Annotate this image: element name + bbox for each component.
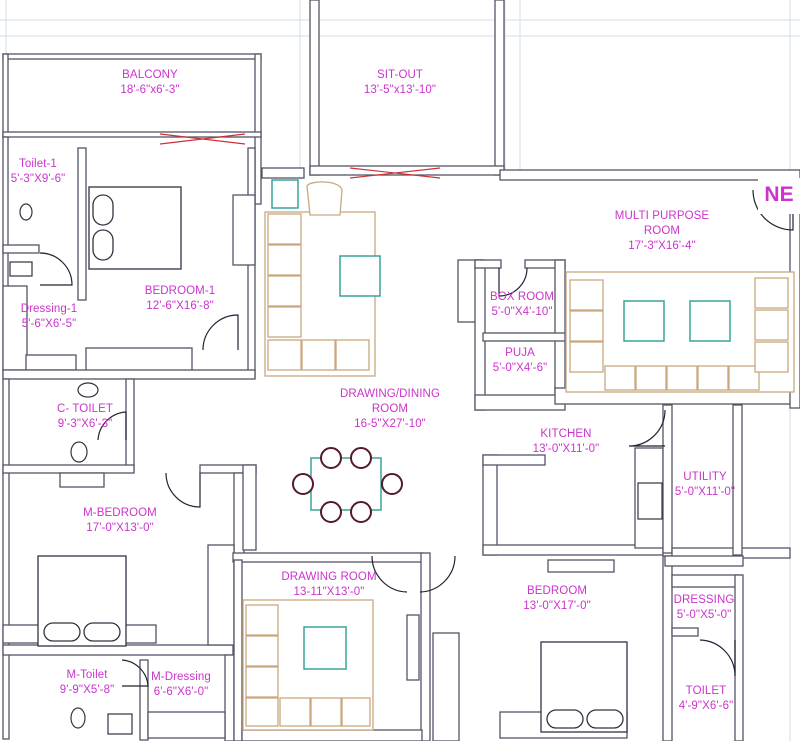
room-size: 5'-0"X4'-10" <box>491 306 553 318</box>
room-name: BALCONY <box>122 69 178 81</box>
room-size: 5'-6"X6'-5" <box>21 318 77 330</box>
room-size: 18'-6"x6'-3" <box>120 84 180 96</box>
room-size: 4'-9"X6'-6" <box>678 700 734 712</box>
room-label-dressing: DRESSING 5'-0"X5'-0" <box>674 593 735 623</box>
room-size: 13'-5"x13'-10" <box>363 84 437 96</box>
room-name: TOILET <box>685 685 727 697</box>
room-name: BOX ROOM <box>489 291 555 303</box>
room-label-drawing-room: DRAWING ROOM 13-11"X13'-0" <box>281 570 376 600</box>
room-size: 16-5"X27'-10" <box>354 418 426 430</box>
room-label-kitchen: KITCHEN 13'-0"X11'-0" <box>533 427 600 457</box>
room-label-toilet-1: Toilet-1 5'-3"X9'-6" <box>11 157 66 187</box>
room-name: BEDROOM <box>526 585 588 597</box>
compass-label: NE <box>764 183 794 206</box>
room-size: 13-11"X13'-0" <box>293 586 365 598</box>
room-name: BEDROOM-1 <box>144 285 216 297</box>
room-label-utility: UTILITY 5'-0"X11'-0" <box>675 470 735 500</box>
room-name: Dressing-1 <box>20 303 78 315</box>
room-name: SIT-OUT <box>376 69 424 81</box>
room-name: UTILITY <box>683 471 727 483</box>
room-size: 9'-3"X6'-3" <box>57 418 113 430</box>
room-name: MULTI PURPOSE ROOM <box>614 210 710 237</box>
room-label-m-toilet: M-Toilet 9'-9"X5'-8" <box>60 668 115 698</box>
dining-chairs <box>292 447 403 523</box>
room-size: 17'-3"X16'-4" <box>628 240 696 252</box>
room-name: KITCHEN <box>540 428 592 440</box>
compass-mark <box>758 178 800 214</box>
room-label-puja: PUJA 5'-0"X4'-6" <box>493 346 548 376</box>
room-label-bedroom: BEDROOM 13'-0"X17'-0" <box>523 584 591 614</box>
room-size: 13'-0"X11'-0" <box>532 443 600 455</box>
room-label-box-room: BOX ROOM 5'-0"X4'-10" <box>490 290 554 320</box>
room-size: 12'-6"X16'-8" <box>146 300 214 312</box>
room-size: 6'-6"X6'-0" <box>153 686 209 698</box>
room-label-m-dressing: M-Dressing 6'-6"X6'-0" <box>151 670 211 700</box>
room-label-c-toilet: C- TOILET 9'-3"X6'-3" <box>57 402 113 432</box>
room-name: Toilet-1 <box>19 158 57 170</box>
room-name: DRAWING ROOM <box>281 571 377 583</box>
room-name: M-Toilet <box>66 669 108 681</box>
room-label-m-bedroom: M-BEDROOM 17'-0"X13'-0" <box>83 506 157 536</box>
room-size: 13'-0"X17'-0" <box>523 600 591 612</box>
tables <box>271 179 731 670</box>
room-label-bedroom-1: BEDROOM-1 12'-6"X16'-8" <box>145 284 216 314</box>
room-label-multi-purpose-room: MULTI PURPOSE ROOM 17'-3"X16'-4" <box>607 209 717 254</box>
room-label-dressing-1: Dressing-1 5'-6"X6'-5" <box>21 302 78 332</box>
beds <box>37 186 628 733</box>
sanitary-fittings <box>9 203 663 735</box>
room-size: 5'-3"X9'-6" <box>10 173 66 185</box>
room-label-sit-out: SIT-OUT 13'-5"x13'-10" <box>364 68 436 98</box>
room-name: PUJA <box>505 347 535 359</box>
room-size: 5'-0"X5'-0" <box>676 609 732 621</box>
room-name: M-BEDROOM <box>83 507 157 519</box>
room-size: 17'-0"X13'-0" <box>86 522 154 534</box>
room-label-balcony: BALCONY 18'-6"x6'-3" <box>120 68 179 98</box>
room-name: DRESSING <box>673 594 735 606</box>
sofas <box>242 181 795 731</box>
room-name: DRAWING/DINING ROOM <box>340 388 440 415</box>
room-size: 5'-0"X11'-0" <box>674 486 736 498</box>
sliding-doors <box>159 133 441 179</box>
room-label-drawing-dining-room: DRAWING/DINING ROOM 16-5"X27'-10" <box>335 387 445 432</box>
room-name: C- TOILET <box>56 403 114 415</box>
room-label-toilet: TOILET 4'-9"X6'-6" <box>679 684 734 714</box>
door-swings <box>39 189 794 687</box>
room-name: M-Dressing <box>151 671 211 683</box>
room-size: 9'-9"X5'-8" <box>59 684 115 696</box>
room-size: 5'-0"X4'-6" <box>492 362 548 374</box>
